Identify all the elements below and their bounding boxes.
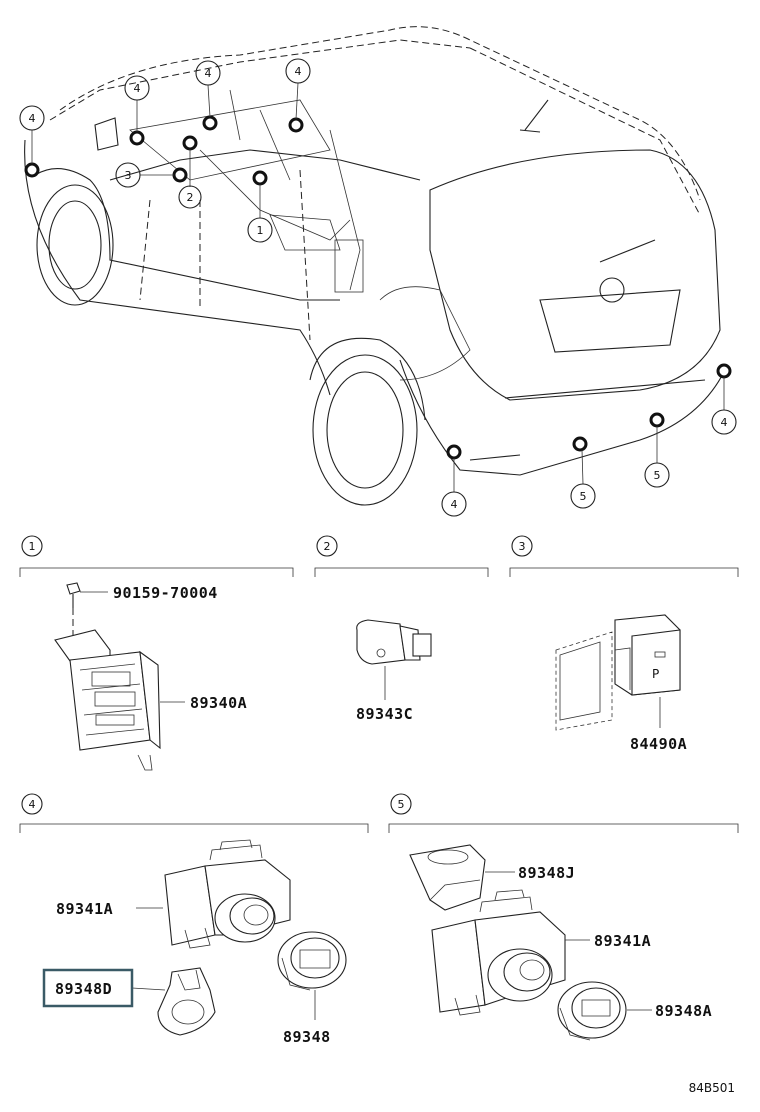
sensor-marker	[649, 412, 665, 428]
part-number-sensor-front: 89341A	[56, 900, 113, 918]
section-4-header: 4	[19, 793, 369, 833]
section-1-parts: 90159-70004 89340A	[54, 582, 247, 771]
part-number-switch: 84490A	[630, 735, 687, 753]
section-2-number: 2	[324, 540, 331, 553]
retainer-d-drawing	[157, 967, 216, 1036]
bolt-drawing	[66, 582, 81, 595]
callout-5: 5	[654, 469, 661, 482]
highlight-box	[42, 968, 134, 1008]
section-3-header: 3	[509, 535, 739, 577]
section-5-number: 5	[398, 798, 405, 811]
sensor-marker	[24, 162, 40, 178]
part-number-sensor-rear: 89341A	[594, 932, 651, 950]
sensor-marker	[202, 115, 218, 131]
computer-drawing	[54, 629, 161, 771]
switch-p-label: P	[652, 667, 659, 681]
callout-4: 4	[451, 498, 458, 511]
section-5-parts: 89348J 89341A 89348A	[409, 844, 712, 1041]
sensor-marker	[182, 135, 198, 151]
section-3-parts: P 84490A	[555, 614, 687, 753]
callout-4: 4	[205, 67, 212, 80]
callout-4: 4	[295, 65, 302, 78]
sensor-marker	[446, 444, 462, 460]
section-4-number: 4	[29, 798, 36, 811]
sensor-marker	[288, 117, 304, 133]
vehicle-callouts: 4 4 4 4 3 2 1 4 5 5 4	[19, 58, 737, 517]
sensor-markers	[24, 115, 732, 460]
part-number-computer: 89340A	[190, 694, 247, 712]
part-number-retainer-d: 89348D	[55, 980, 112, 998]
callout-4: 4	[29, 112, 36, 125]
section-2-header: 2	[314, 535, 489, 577]
buzzer-drawing	[356, 619, 432, 665]
vehicle-illustration	[24, 26, 726, 506]
section-2-parts: 89343C	[356, 619, 432, 723]
section-1-number: 1	[29, 540, 36, 553]
sensor-marker	[129, 130, 145, 146]
part-number-cover-j: 89348J	[518, 864, 575, 882]
part-number-buzzer: 89343C	[356, 705, 413, 723]
cover-j-drawing	[409, 844, 486, 911]
section-3-number: 3	[519, 540, 526, 553]
sensor-marker	[716, 363, 732, 379]
sensor-front-drawing	[164, 839, 291, 949]
section-1-header: 1	[19, 535, 294, 577]
callout-3: 3	[125, 169, 132, 182]
retainer-front-drawing	[277, 931, 347, 991]
part-number-bolt: 90159-70004	[113, 584, 218, 602]
callout-4: 4	[134, 82, 141, 95]
sensor-marker	[252, 170, 268, 186]
figure-code: 84B501	[689, 1081, 735, 1095]
callout-4: 4	[721, 416, 728, 429]
part-number-retainer-front: 89348	[283, 1028, 331, 1046]
callout-1: 1	[257, 224, 264, 237]
switch-drawing: P	[555, 614, 681, 731]
sensor-marker	[572, 436, 588, 452]
section-4-parts: 89341A 89348D 89348	[42, 839, 347, 1046]
section-5-header: 5	[388, 793, 739, 833]
sensor-rear-drawing	[431, 889, 566, 1016]
callout-5: 5	[580, 490, 587, 503]
part-number-retainer-a: 89348A	[655, 1002, 712, 1020]
sensor-marker	[172, 167, 188, 183]
callout-2: 2	[187, 191, 194, 204]
retainer-a-drawing	[557, 981, 627, 1041]
